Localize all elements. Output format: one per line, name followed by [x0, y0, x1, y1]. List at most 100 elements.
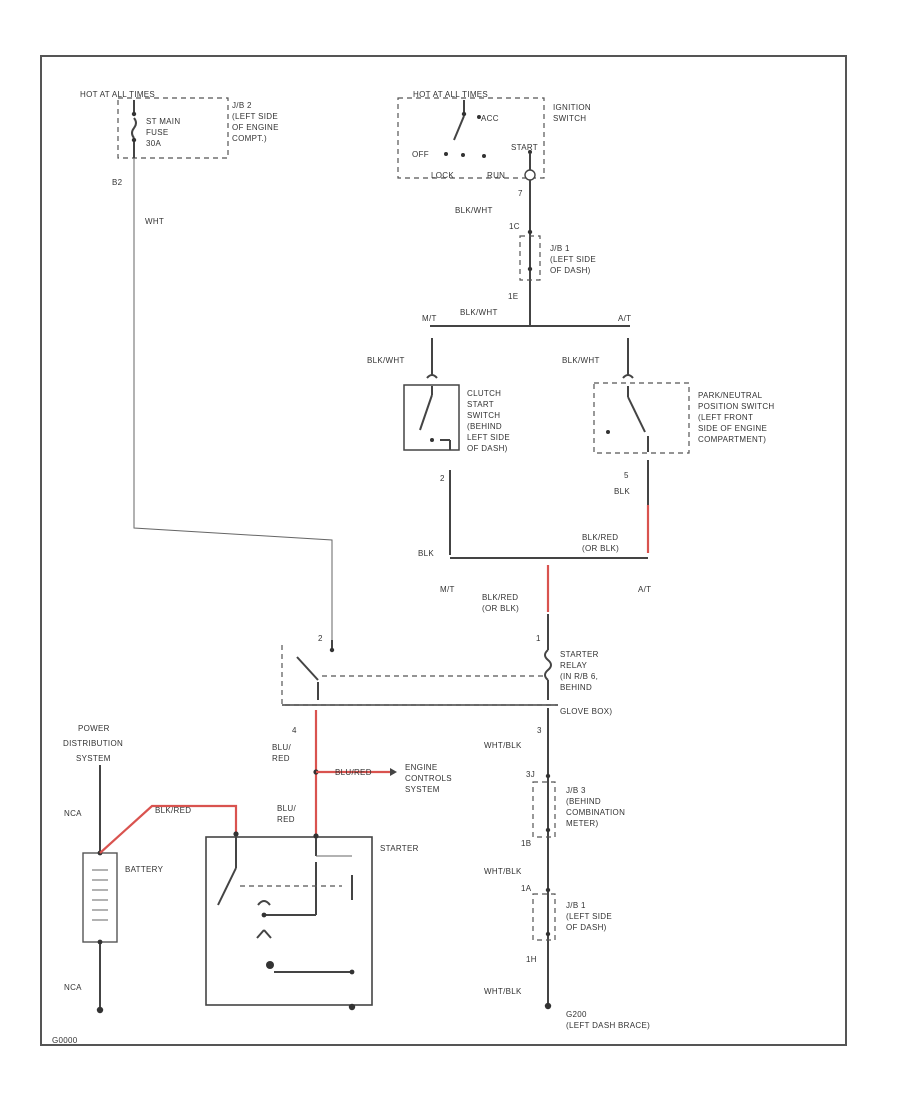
label-engine-controls-line3: SYSTEM [405, 785, 440, 794]
label-starter-relay-line5: GLOVE BOX) [560, 707, 612, 716]
label-pin-b2: B2 [112, 178, 123, 187]
label-mt-bot: M/T [440, 585, 455, 594]
blk-red-battery-wire [99, 804, 238, 854]
label-relay-pin-3: 3 [537, 726, 542, 735]
label-power-line3: SYSTEM [76, 754, 111, 763]
ignition-switch-box [397, 97, 545, 179]
relay-contact-blade [296, 656, 319, 681]
ignition-switch-blade [453, 115, 465, 141]
label-pin-2: 2 [440, 474, 445, 483]
jb1-mid-box [519, 235, 541, 281]
battery-group: POWER DISTRIBUTION SYSTEM NCA BATTERY NC… [63, 724, 164, 1014]
label-mt-top: M/T [422, 314, 437, 323]
label-blk-1: BLK [418, 549, 434, 558]
park-neutral-switch: PARK/NEUTRAL POSITION SWITCH (LEFT FRONT… [593, 374, 775, 454]
label-clutch: CLUTCH [467, 389, 501, 398]
label-hot-at-all-times-ign: HOT AT ALL TIMES [413, 90, 488, 99]
starter-coil-icon [256, 929, 272, 939]
label-blk-red-1-line2: (OR BLK) [582, 544, 619, 553]
ground-icon [544, 1002, 552, 1010]
park-neutral-box [593, 382, 690, 454]
label-park-line3: (LEFT FRONT [698, 413, 753, 422]
label-at-top: A/T [618, 314, 631, 323]
clutch-switch-box [403, 384, 460, 451]
label-clutch-line3: SWITCH [467, 411, 500, 420]
label-run: RUN [487, 171, 505, 180]
starter-group: STARTER [205, 831, 418, 1011]
label-starter-relay-line2: RELAY [560, 661, 588, 670]
label-jb1-mid-line3: OF DASH) [550, 266, 591, 275]
label-clutch-line2: START [467, 400, 494, 409]
label-park-line2: POSITION SWITCH [698, 402, 775, 411]
wht-wire [133, 158, 333, 640]
st-main-fuse-group: HOT AT ALL TIMES ST MAIN FUSE 30A J/B 2 … [80, 90, 279, 226]
starter-box [205, 836, 373, 1006]
diagram-frame [40, 55, 847, 1046]
clutch-switch-blade [419, 394, 433, 431]
label-ground: G200 [566, 1010, 587, 1019]
label-clutch-line6: OF DASH) [467, 444, 508, 453]
label-jb2-line2: (LEFT SIDE [232, 112, 278, 121]
label-engine-controls-line2: CONTROLS [405, 774, 452, 783]
label-blk-red-2-line2: (OR BLK) [482, 604, 519, 613]
label-clutch-line5: LEFT SIDE [467, 433, 510, 442]
label-blk-wht-2: BLK/WHT [460, 308, 498, 317]
label-jb3-line2: (BEHIND [566, 797, 601, 806]
label-clutch-line4: (BEHIND [467, 422, 502, 431]
label-park-line4: SIDE OF ENGINE [698, 424, 767, 433]
starter-relay: 2 1 STARTER RELAY (IN R/B 6, BEHIND GLOV… [281, 614, 612, 735]
relay-outline [281, 645, 558, 706]
starter-main-contact [217, 867, 237, 906]
label-blu-red-3: BLU/RED [335, 768, 372, 777]
label-blk-red-2: BLK/RED [482, 593, 518, 602]
label-wht-blk-1: WHT/BLK [484, 741, 522, 750]
label-jb2-line4: COMPT.) [232, 134, 267, 143]
label-battery: BATTERY [125, 865, 164, 874]
label-blk-2: BLK [614, 487, 630, 496]
label-start: START [511, 143, 538, 152]
label-power-line2: DISTRIBUTION [63, 739, 123, 748]
label-blu-red-1-line2: RED [272, 754, 290, 763]
label-jb3: J/B 3 [566, 786, 586, 795]
label-fuse: FUSE [146, 128, 169, 137]
label-ignition: IGNITION [553, 103, 591, 112]
label-jb3-line4: METER) [566, 819, 598, 828]
label-blk-red-bat: BLK/RED [155, 806, 191, 815]
label-pin-1b: 1B [521, 839, 531, 848]
label-engine-controls: ENGINE [405, 763, 437, 772]
label-jb1-bot-line2: (LEFT SIDE [566, 912, 612, 921]
label-blk-red-1: BLK/RED [582, 533, 618, 542]
label-jb3-line3: COMBINATION [566, 808, 625, 817]
clutch-start-switch: CLUTCH START SWITCH (BEHIND LEFT SIDE OF… [403, 374, 510, 453]
label-starter-relay: STARTER [560, 650, 599, 659]
label-jb2: J/B 2 [232, 101, 252, 110]
label-nca-1: NCA [64, 809, 82, 818]
label-blk-wht-3: BLK/WHT [367, 356, 405, 365]
label-30a: 30A [146, 139, 161, 148]
label-acc: ACC [481, 114, 499, 123]
ignition-start-terminal [524, 169, 536, 181]
label-blu-red-2: BLU/ [277, 804, 296, 813]
fuse-icon [131, 117, 137, 139]
label-st-main: ST MAIN [146, 117, 180, 126]
label-jb2-line3: OF ENGINE [232, 123, 279, 132]
label-relay-pin-4: 4 [292, 726, 297, 735]
label-jb1-bot-line3: OF DASH) [566, 923, 607, 932]
label-relay-pin-2: 2 [318, 634, 323, 643]
label-wht-blk-3: WHT/BLK [484, 987, 522, 996]
jb2-box [117, 97, 229, 159]
label-lock: LOCK [431, 171, 454, 180]
label-ground-line2: (LEFT DASH BRACE) [566, 1021, 650, 1030]
label-pin-3j: 3J [526, 770, 535, 779]
label-off: OFF [412, 150, 429, 159]
label-starter-relay-line4: BEHIND [560, 683, 592, 692]
jb3-box [532, 781, 556, 838]
label-wht: WHT [145, 217, 164, 226]
starter-ground-icon [348, 1003, 356, 1011]
label-pin-1a: 1A [521, 884, 532, 893]
battery-icon [82, 852, 118, 943]
label-starter-relay-line3: (IN R/B 6, [560, 672, 598, 681]
arrow-icon [390, 768, 397, 776]
label-pin-1e: 1E [508, 292, 518, 301]
